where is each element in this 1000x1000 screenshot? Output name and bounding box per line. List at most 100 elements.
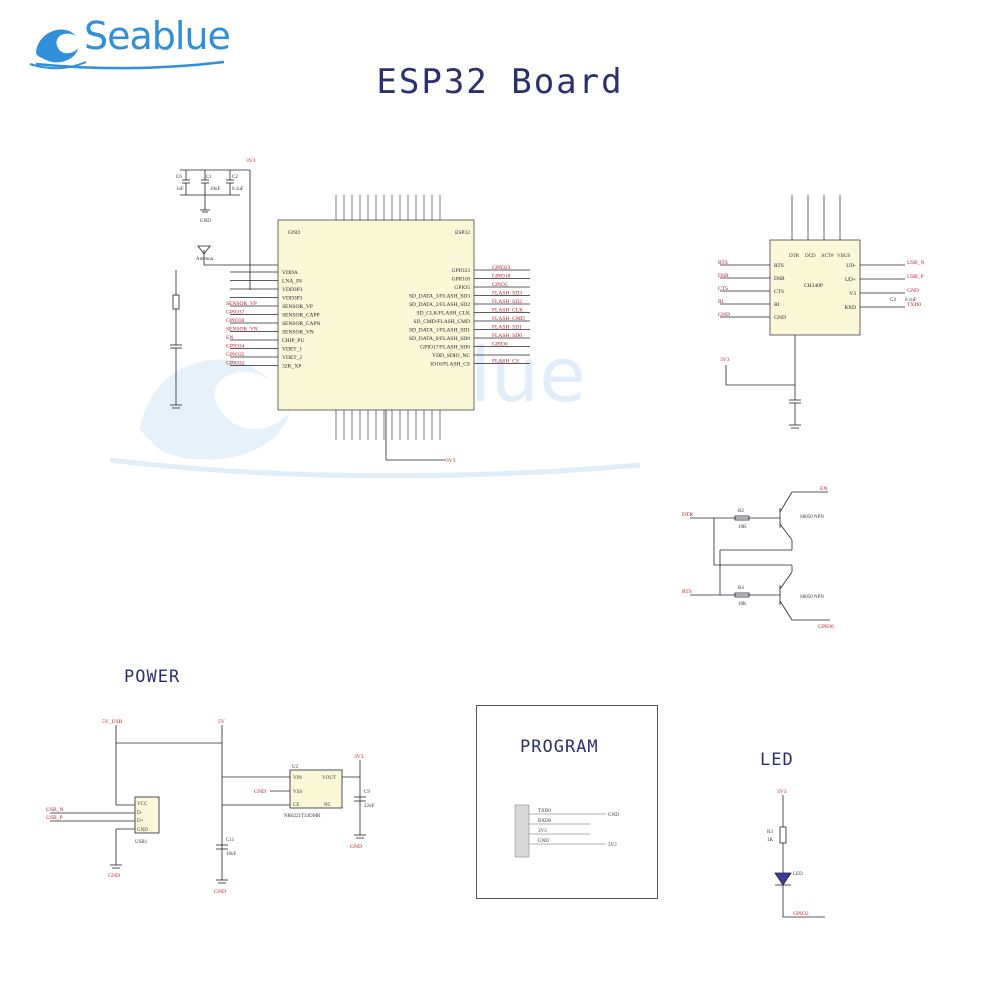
ch340-top-pin: ACT# xyxy=(821,254,834,259)
net-en: EN xyxy=(820,486,827,492)
led-diode-label: LED xyxy=(793,872,803,877)
usb-pin-dm: D- xyxy=(137,811,143,816)
led-schematic: 3V3 R3 1K LED GPIO2 xyxy=(767,789,825,918)
esp32-left-net: GPIO37 xyxy=(226,310,245,316)
esp32-right-pin: SD_DATA_3/FLASH_SD3 xyxy=(409,294,470,300)
esp32-right-net: GPIO5 xyxy=(492,282,508,288)
program-header: TXD0 RXD0 3V3 GND GND 3V3 xyxy=(514,804,619,858)
esp32-right-net: FLASH_CLK xyxy=(492,308,523,314)
usb-conn-label: USB1 xyxy=(135,840,148,845)
usb-uart-schematic: CH340P RTSRTSDSRDSRCTSCTSRIRIGNDGNDUD-US… xyxy=(718,195,924,429)
reg-pin-vss: VSS xyxy=(293,790,302,795)
ch340-chip-body xyxy=(769,239,861,336)
cap-c9: C9 xyxy=(364,790,370,795)
esp32-chip-body xyxy=(277,219,475,411)
usb-pin-gnd: GND xyxy=(137,828,148,833)
esp32-right-pin: GPIO5 xyxy=(454,285,470,291)
esp32-left-pin: LNA_IN xyxy=(282,279,302,285)
reg-pin-ce: CE xyxy=(293,803,299,808)
antenna-icon xyxy=(197,245,278,266)
esp32-right-net: GPIO23 xyxy=(492,265,511,271)
ch340-left-pin: DSR xyxy=(774,276,785,282)
reg-part: NR6221T33DMR xyxy=(284,814,321,819)
autoreset-schematic: DTR RTS EN GPIO0 R2 10K R4 10K S8050 NPN… xyxy=(682,486,834,630)
cap-c11: C11 xyxy=(226,838,235,843)
esp32-right-pin: SD_CLK/FLASH_CLK xyxy=(417,311,471,317)
prog-pin-txd: TXD0 xyxy=(538,809,551,814)
led-net-gpio2: GPIO2 xyxy=(793,911,809,917)
esp32-right-pin: GPIO17/FLASH_SD0 xyxy=(420,345,470,351)
regulator-label: U2 xyxy=(292,765,299,770)
ch340-right-net: USB_N xyxy=(907,260,924,266)
ch340-right-net: GND xyxy=(907,288,919,294)
esp32-left-pin: VDD3P3 xyxy=(282,296,303,302)
esp32-left-net: GPIO32 xyxy=(226,361,245,367)
brand-name: Seablue xyxy=(84,14,231,58)
reg-pin-vout: VOUT xyxy=(322,776,336,781)
esp32-left-pin: VDET_1 xyxy=(282,347,302,353)
ch340-cap-label: C4 xyxy=(890,298,896,303)
esp32-left-pin: SENSOR_CAPN xyxy=(282,321,321,327)
c9-gnd: GND xyxy=(350,844,362,850)
net-5v: 5V xyxy=(218,719,225,725)
cap-label-c2: C2 xyxy=(232,175,238,180)
c11-gnd: GND xyxy=(214,889,226,895)
reg-pin-vin: VIN xyxy=(293,776,302,781)
esp32-left-pin: 32K_XP xyxy=(282,364,301,370)
ch340-left-net: DSR xyxy=(718,273,729,279)
esp32-right-pin: SD_DATA_0/FLASH_SD0 xyxy=(409,336,470,342)
cap-value-c6: 1uF xyxy=(176,187,184,192)
esp32-left-pin: VDDA xyxy=(282,270,298,276)
q2-label: S8050 NPN xyxy=(800,595,824,600)
gnd-label: GND xyxy=(200,219,211,224)
v3-label: 3V3 xyxy=(246,158,256,164)
prog-net-3v3: 3V3 xyxy=(608,843,617,848)
ch340-decoupling xyxy=(725,335,801,429)
esp32-left-pin: SENSOR_VP xyxy=(282,304,313,310)
esp32-right-pin: VDD_SDIO_NC xyxy=(432,353,470,359)
esp32-left-net: GPIO35 xyxy=(226,352,245,358)
esp32-right-net: GPIO18 xyxy=(492,274,511,280)
usb-pin-dp: D+ xyxy=(137,819,144,824)
ch340-left-pin: GND xyxy=(774,315,786,321)
ch340-top-pin: VBUS xyxy=(837,254,851,259)
cap-c9-value: 22uF xyxy=(364,804,375,809)
ch340-right-pin: UD+ xyxy=(845,277,856,283)
brand-logo xyxy=(28,14,228,74)
esp32-right-net: FLASH_SD3 xyxy=(492,291,522,297)
ch340-label: CH340P xyxy=(804,283,823,289)
r4-value: 10K xyxy=(738,602,747,607)
reg-gnd: GND xyxy=(254,789,266,795)
esp32-right-net: FLASH_CS xyxy=(492,359,519,365)
ch340-right-pin: RXD xyxy=(844,305,856,311)
ch340-left-pin: RTS xyxy=(774,263,784,269)
cap-value-c2: 0.1uF xyxy=(232,187,244,192)
page-title: ESP32 Board xyxy=(376,62,624,102)
ch340-right-pin: UD- xyxy=(846,263,856,269)
ch340-cap-value: 0.1uF xyxy=(905,298,917,303)
net-dtr: DTR xyxy=(682,512,693,518)
esp32-chip-label: ESP32 xyxy=(455,230,470,236)
esp32-right-pin: GPIO18 xyxy=(452,277,471,283)
led-section-title: LED xyxy=(760,750,794,770)
esp32-left-pin: SENSOR_VN xyxy=(282,330,314,336)
ch340-left-pin: RI xyxy=(774,302,780,308)
net-gpio0: GPIO0 xyxy=(818,624,834,630)
en-rc-network xyxy=(170,270,182,409)
led-r3-value: 1K xyxy=(767,838,774,843)
esp32-left-pin: CHIP_PU xyxy=(282,338,304,344)
prog-pin-rxd: RXD0 xyxy=(538,819,552,824)
power-schematic: 5V_USB 5V 3V3 USB_N USB_P VCC D- D+ GND … xyxy=(46,719,375,895)
usb-pin-vcc: VCC xyxy=(137,802,148,807)
power-section-title: POWER xyxy=(124,667,181,687)
q1-label: S8050 NPN xyxy=(800,515,824,520)
cap-label-c6: C6 xyxy=(176,175,182,180)
esp32-right-net: FLASH_SD1 xyxy=(492,325,522,331)
cap-label-c1: C1 xyxy=(206,175,212,180)
esp32-right-pin: IO16/FLASH_CS xyxy=(430,362,470,368)
net-rts: RTS xyxy=(682,589,692,595)
ch340-right-net: USB_P xyxy=(907,274,924,280)
esp32-gnd-pin: GND xyxy=(288,230,300,236)
prog-pin-3v3: 3V3 xyxy=(538,829,547,834)
esp32-right-pin: SD_CMD/FLASH_CMD xyxy=(413,319,470,325)
